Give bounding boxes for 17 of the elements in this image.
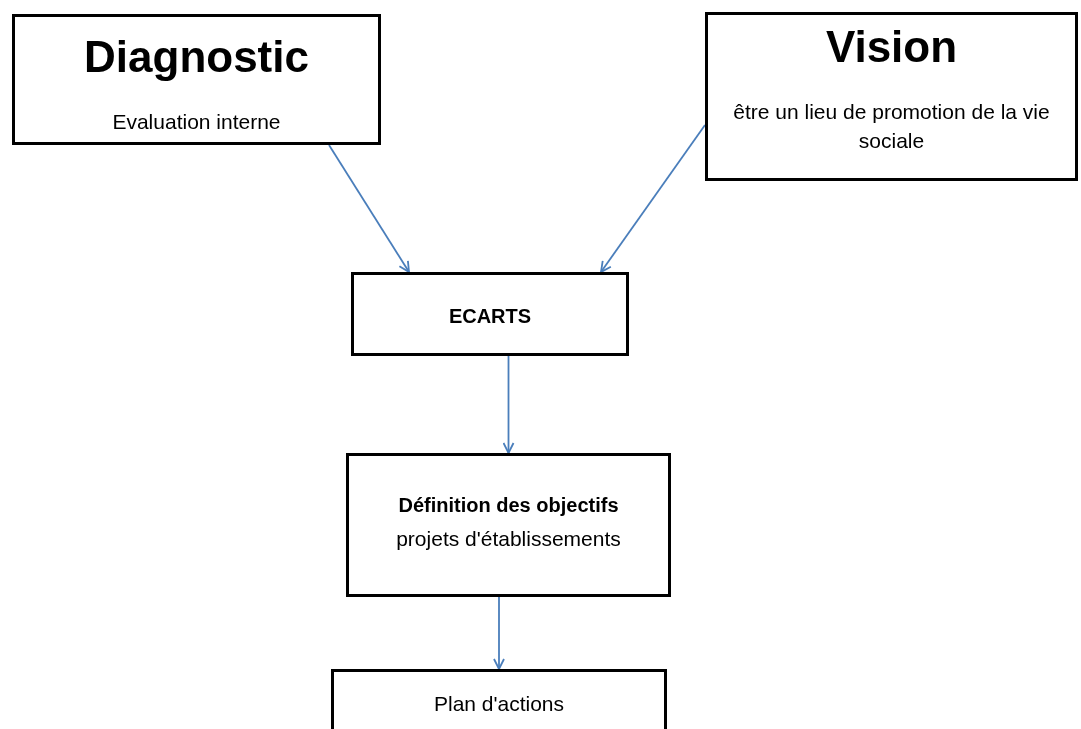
box-text: projets d'établissements [396, 526, 621, 552]
arrow [600, 124, 706, 273]
process-box [351, 272, 629, 356]
arrow [328, 144, 410, 273]
process-box [331, 669, 667, 729]
box-text: être un lieu de promotion de la vie sociale [732, 99, 1051, 154]
arrow [493, 596, 505, 670]
process-box [346, 453, 671, 597]
process-box [12, 14, 381, 145]
box-text: Plan d'actions [433, 691, 565, 717]
box-heading: Vision [825, 21, 958, 73]
process-box [705, 12, 1078, 181]
box-heading: Diagnostic [84, 31, 309, 83]
box-text: Evaluation interne [112, 109, 281, 136]
arrow [502, 355, 515, 454]
box-text: Définition des objectifs [398, 493, 619, 518]
box-text: ECARTS [448, 304, 532, 329]
